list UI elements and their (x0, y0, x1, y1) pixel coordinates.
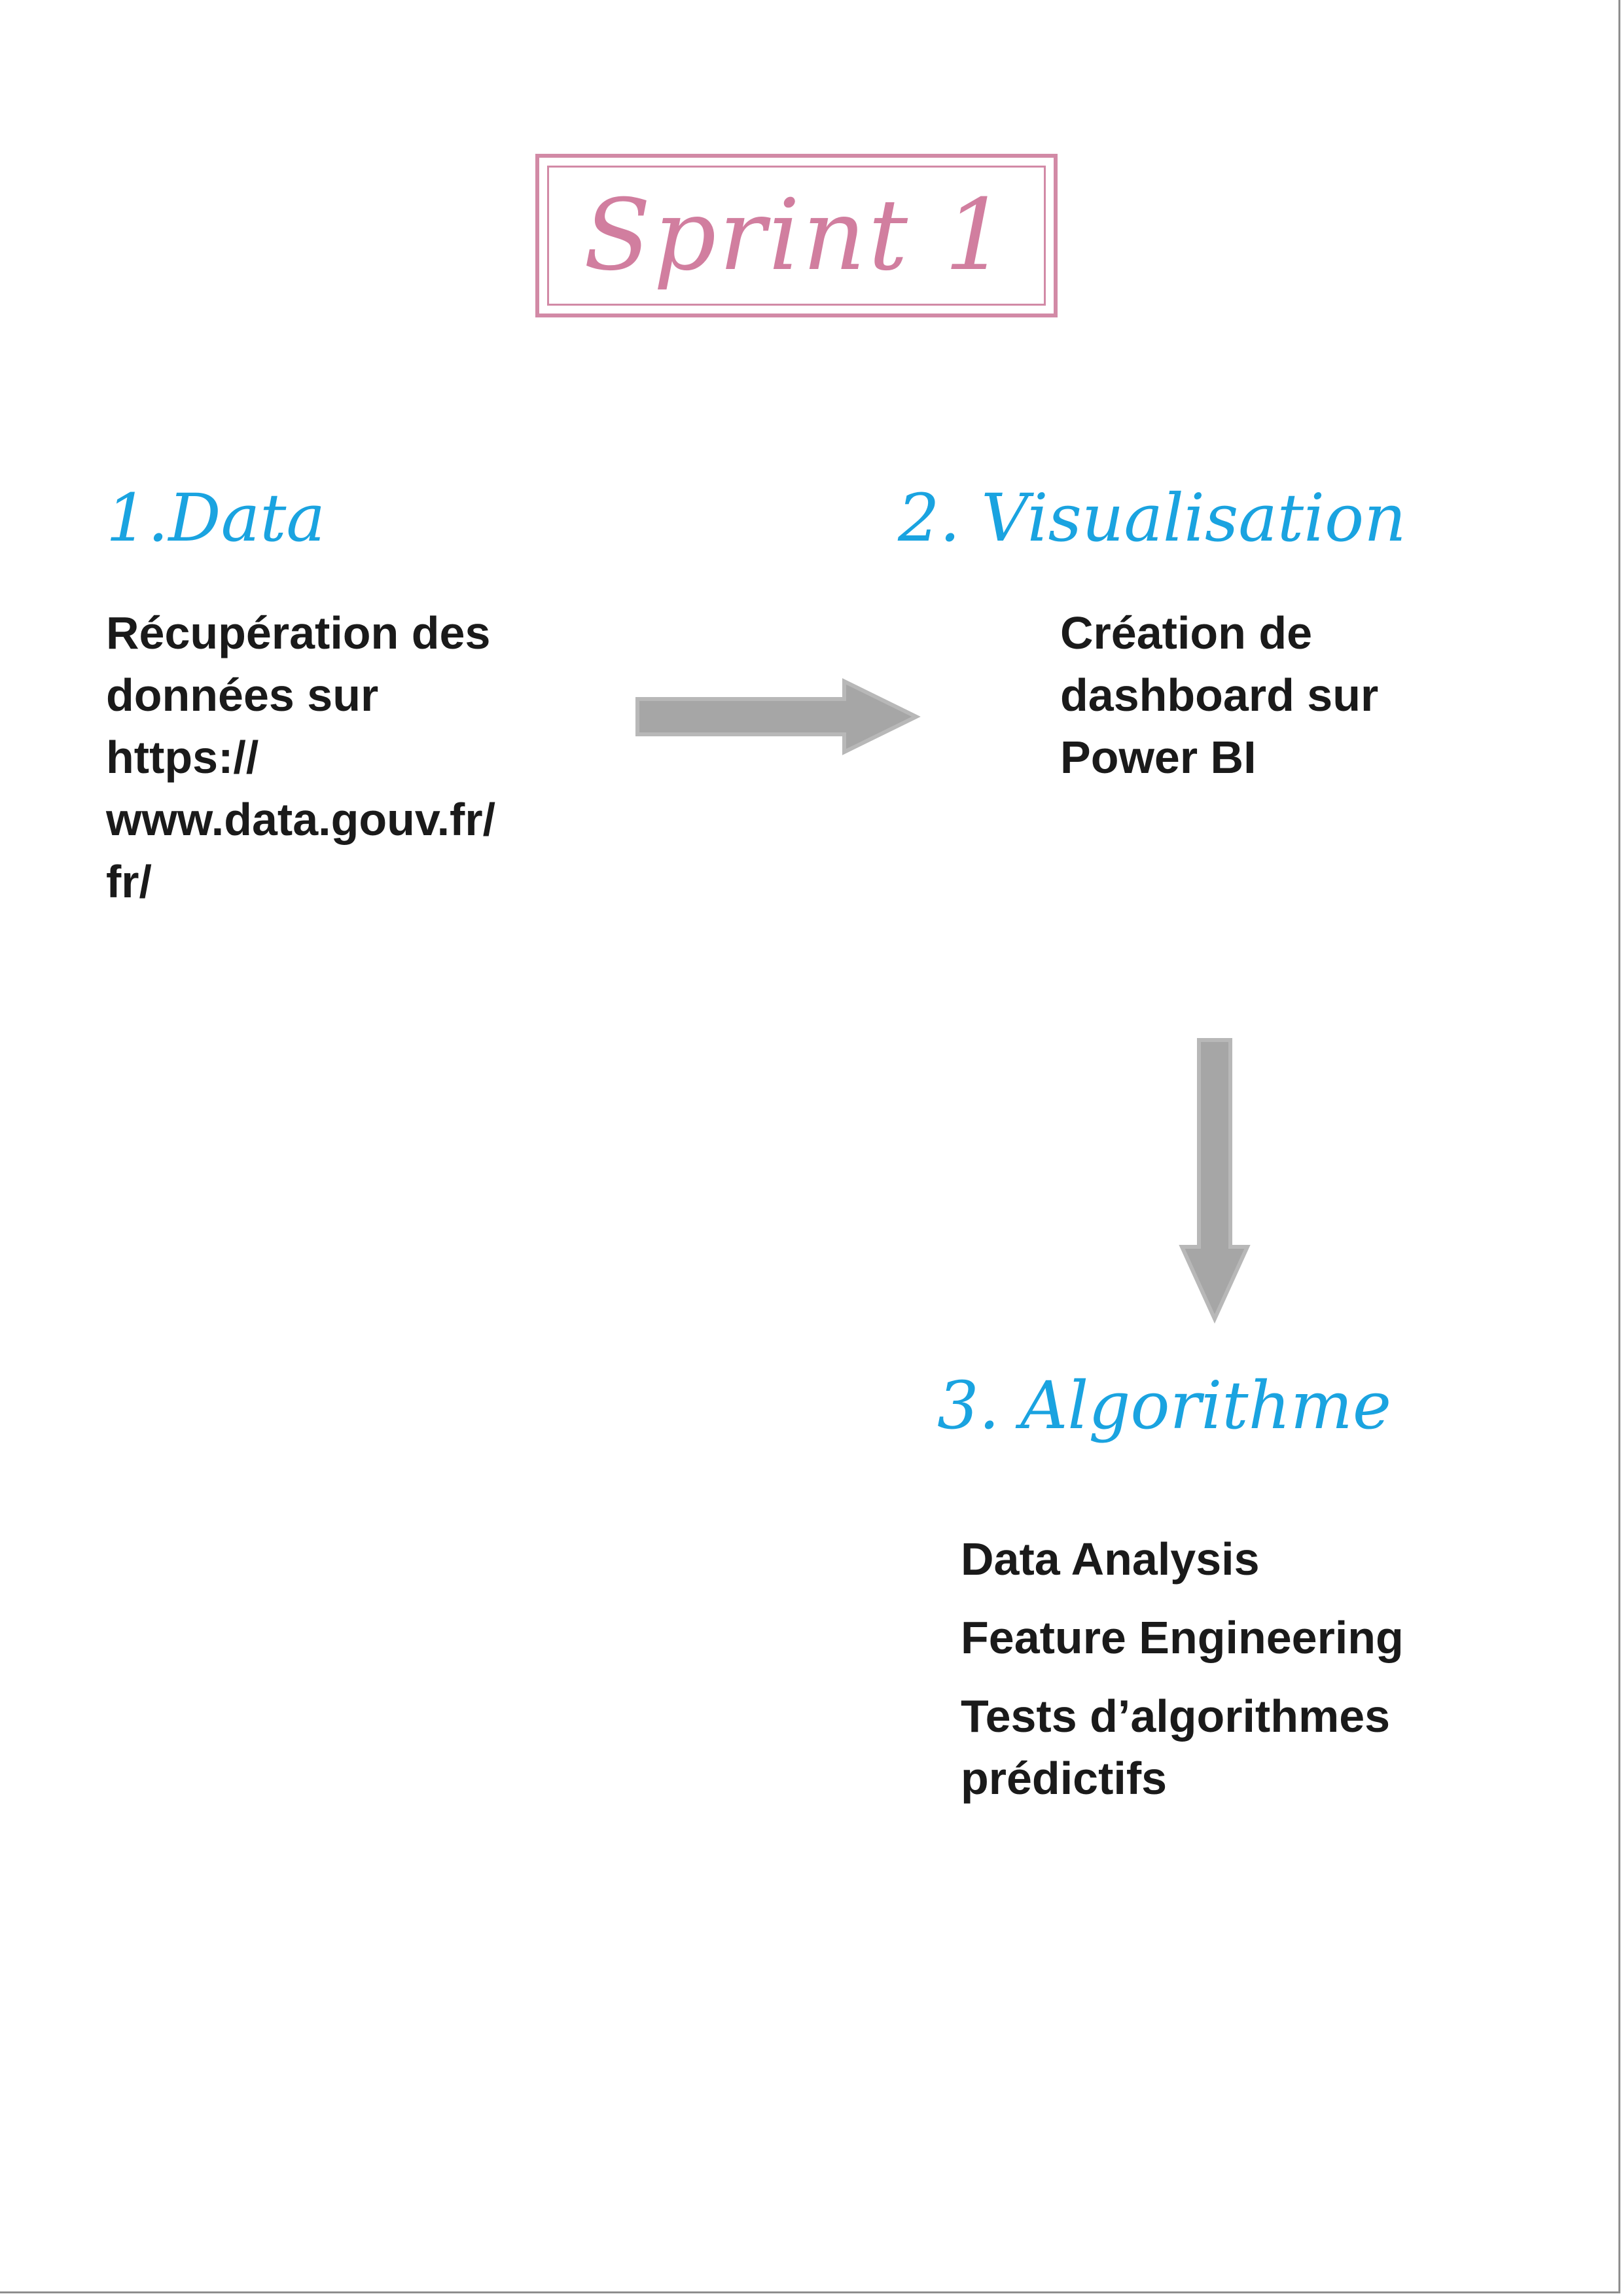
description-line: dashboard sur (1060, 670, 1379, 721)
step-description-data: Récupération des données sur https:// ww… (106, 602, 495, 913)
list-item: Feature Engineering (961, 1607, 1404, 1669)
list-item-line: Tests d’algorithmes (961, 1691, 1391, 1742)
list-item-line: Data Analysis (961, 1534, 1260, 1585)
step-description-visualisation: Création de dashboard sur Power BI (1060, 602, 1378, 789)
description-line: www.data.gouv.fr/ (106, 794, 496, 845)
description-line: Création de (1060, 607, 1313, 658)
arrow-right-icon (635, 678, 921, 755)
list-item: Data Analysis (961, 1528, 1404, 1590)
description-line: Power BI (1060, 732, 1257, 783)
list-item: Tests d’algorithmes prédictifs (961, 1685, 1404, 1810)
step-heading-algorithme: 3. Algorithme (937, 1367, 1391, 1444)
description-line: données sur (106, 670, 379, 721)
step-heading-data: 1.Data (106, 480, 326, 556)
description-line: Récupération des (106, 607, 491, 658)
description-line: fr/ (106, 856, 152, 907)
title-frame: Sprint 1 (535, 154, 1058, 317)
step-heading-visualisation: 2. Visualisation (898, 480, 1406, 556)
list-item-line: prédictifs (961, 1753, 1168, 1804)
description-line: https:// (106, 732, 259, 783)
arrow-down-icon (1179, 1038, 1251, 1324)
title-inner-border: Sprint 1 (547, 166, 1046, 306)
step-list-algorithme: Data Analysis Feature Engineering Tests … (961, 1528, 1404, 1826)
list-item-line: Feature Engineering (961, 1612, 1404, 1663)
page-title: Sprint 1 (583, 179, 1010, 293)
